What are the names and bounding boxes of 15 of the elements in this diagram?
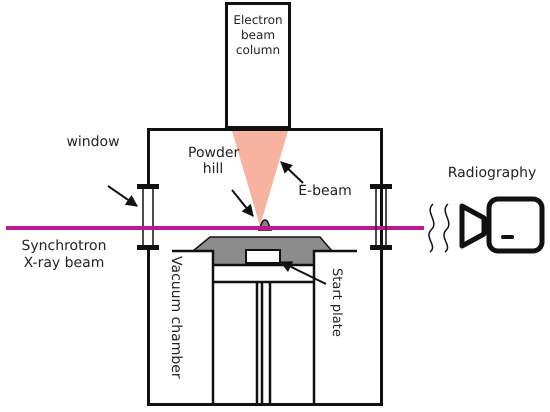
callout-label: window	[58, 134, 128, 152]
text-label: Synchrotron X-ray beam	[20, 238, 108, 272]
chamber-box	[147, 128, 383, 406]
chamber-label: Vacuum chamber	[168, 256, 184, 379]
window-drawing	[137, 184, 159, 250]
column-box: Electron beam column	[225, 2, 291, 129]
callout-label: Start plate	[326, 262, 344, 342]
callout-label: Powder hill	[188, 145, 238, 179]
start-plate	[245, 249, 281, 264]
leader-arrow	[231, 189, 254, 217]
text-label: Radiography	[446, 165, 538, 182]
leader-arrow	[107, 185, 138, 207]
leader-arrow	[280, 261, 326, 285]
callout-label: E-beam	[294, 183, 356, 201]
leader-arrow	[280, 161, 304, 184]
